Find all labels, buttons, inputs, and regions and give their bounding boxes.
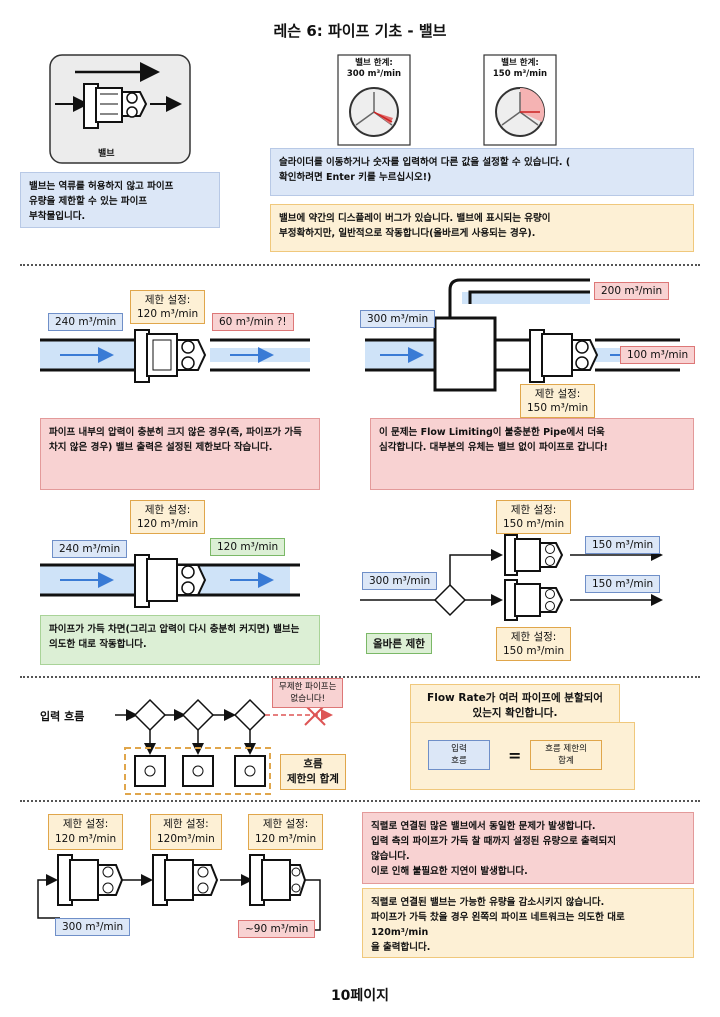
b-input-flow: 300 m³/min: [360, 310, 436, 328]
c-output-flow: 120 m³/min: [210, 538, 286, 556]
c-input-flow: 240 m³/min: [52, 540, 128, 558]
slider-note: 슬라이더를 이동하거나 숫자를 입력하여 다른 값을 설정할 수 있습니다. (…: [270, 148, 694, 196]
section2-graphics: [40, 278, 680, 621]
series-delay-note: 직렬로 연결된 많은 밸브에서 동일한 문제가 발생합니다.입력 측의 파이프가…: [362, 812, 694, 884]
equation-equals: =: [508, 746, 522, 765]
divider: [20, 800, 700, 802]
series-rate-note: 직렬로 연결된 밸브는 가능한 유량을 감소시키지 않습니다.파이프가 가득 찼…: [362, 888, 694, 958]
series-valve-1-limit: 제한 설정:120 m³/min: [48, 814, 124, 850]
page-title: 레슨 6: 파이프 기초 - 밸브: [273, 22, 447, 40]
b-top-flow: 200 m³/min: [594, 282, 670, 300]
a-input-flow: 240 m³/min: [48, 313, 124, 331]
b-limit-setting: 제한 설정:150 m³/min: [520, 384, 596, 418]
series-valve-3-limit: 제한 설정:120 m³/min: [248, 814, 324, 850]
divider: [20, 676, 700, 678]
gauge-1-label: 밸브 한계:300 m³/min: [346, 58, 402, 79]
valve-icon-label: 밸브: [98, 149, 115, 159]
b-output-flow: 100 m³/min: [620, 346, 696, 364]
a-limit-setting: 제한 설정:120 m³/min: [130, 290, 206, 324]
series-output-flow: ~90 m³/min: [238, 920, 316, 938]
valve-icon: [83, 83, 148, 129]
section1-graphics: [49, 54, 557, 164]
input-flow-label: 입력 흐름: [40, 710, 85, 723]
d-correct-caption: 올바른 제한: [366, 633, 432, 654]
a-output-flow: 60 m³/min ?!: [212, 313, 294, 331]
gauge-2-label: 밸브 한계:150 m³/min: [492, 58, 548, 79]
d-limit-top: 제한 설정:150 m³/min: [496, 500, 572, 534]
section3-graphics: [115, 698, 333, 795]
page-number: 10페이지: [330, 988, 390, 1004]
d-input-flow: 300 m³/min: [362, 572, 438, 590]
divider: [20, 264, 700, 266]
series-input-flow: 300 m³/min: [55, 918, 131, 936]
c-limit-setting: 제한 설정:120 m³/min: [130, 500, 206, 534]
d-limit-bottom: 제한 설정:150 m³/min: [496, 627, 572, 661]
d-output-flow-2: 150 m³/min: [585, 575, 661, 593]
series-valve-2-limit: 제한 설정:120m³/min: [150, 814, 222, 850]
d-output-flow-1: 150 m³/min: [585, 536, 661, 554]
